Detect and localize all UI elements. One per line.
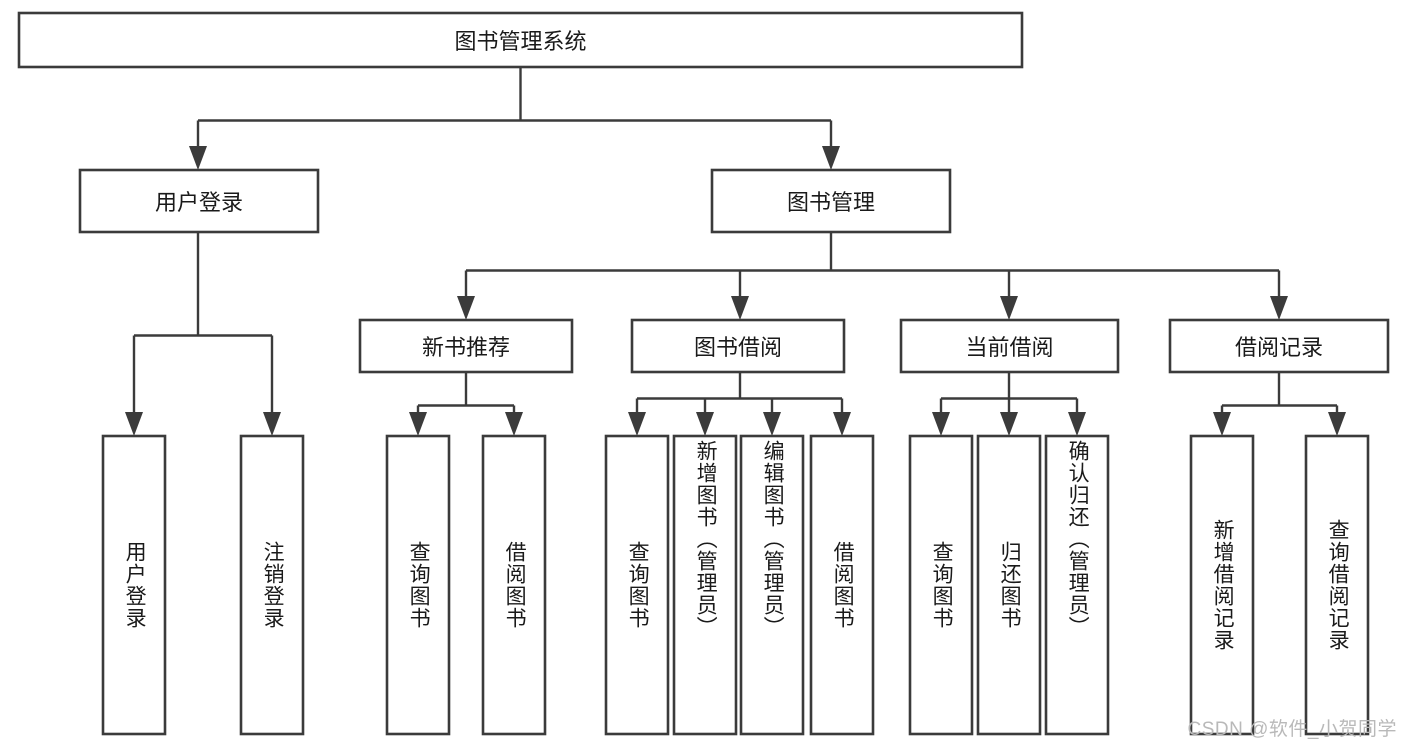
node-leaf-add-book[interactable] xyxy=(672,434,738,736)
arrow-to-leaf-return-book xyxy=(1000,412,1018,436)
node-leaf-query-book-3[interactable] xyxy=(908,434,974,736)
node-leaf-borrow-book-1[interactable] xyxy=(481,434,547,736)
node-leaf-add-record[interactable] xyxy=(1189,434,1255,736)
arrow-to-leaf-borrow-book-2 xyxy=(833,412,851,436)
node-leaf-query-record[interactable] xyxy=(1304,434,1370,736)
connector-currentborrow-to-leaves xyxy=(939,372,1079,416)
arrow-to-leaf-query-record xyxy=(1328,412,1346,436)
connector-bookmanage-to-level3 xyxy=(464,232,1281,300)
node-book-borrow[interactable] xyxy=(630,318,846,374)
arrow-to-leaf-query-book-2 xyxy=(628,412,646,436)
arrow-to-leaf-query-book-1 xyxy=(409,412,427,436)
node-leaf-borrow-book-2[interactable] xyxy=(809,434,875,736)
node-leaf-query-book-2[interactable] xyxy=(604,434,670,736)
arrow-to-leaf-edit-book xyxy=(763,412,781,436)
csdn-watermark: CSDN @软件_小贺同学 xyxy=(1187,719,1397,740)
arrow-to-leaf-add-record xyxy=(1213,412,1231,436)
connector-borrowrecord-to-leaves xyxy=(1220,372,1339,416)
connector-userlogin-to-leaves xyxy=(132,232,274,416)
node-book-manage[interactable] xyxy=(710,168,952,234)
arrow-to-book-manage xyxy=(822,146,840,170)
node-leaf-confirm-return[interactable] xyxy=(1044,434,1110,736)
node-root-system[interactable] xyxy=(17,11,1024,69)
arrow-to-current-borrow xyxy=(1000,296,1018,320)
node-leaf-edit-book[interactable] xyxy=(739,434,805,736)
arrow-to-leaf-user-login xyxy=(125,412,143,436)
arrow-to-leaf-query-book-3 xyxy=(932,412,950,436)
connector-root-to-level2 xyxy=(196,67,833,150)
arrow-to-user-login xyxy=(189,146,207,170)
arrow-to-leaf-confirm-return xyxy=(1068,412,1086,436)
connector-bookborrow-to-leaves xyxy=(635,372,844,416)
arrow-to-leaf-logout xyxy=(263,412,281,436)
arrow-to-leaf-add-book xyxy=(696,412,714,436)
arrow-to-leaf-borrow-book-1 xyxy=(505,412,523,436)
node-leaf-user-login[interactable] xyxy=(101,434,167,736)
node-leaf-query-book-1[interactable] xyxy=(385,434,451,736)
node-new-book-recommend[interactable] xyxy=(358,318,574,374)
node-user-login[interactable] xyxy=(78,168,320,234)
node-leaf-logout[interactable] xyxy=(239,434,305,736)
node-current-borrow[interactable] xyxy=(899,318,1120,374)
node-leaf-return-book[interactable] xyxy=(976,434,1042,736)
connector-newbook-to-leaves xyxy=(416,372,516,416)
arrow-to-new-book-recommend xyxy=(457,296,475,320)
arrow-to-book-borrow xyxy=(731,296,749,320)
arrow-to-borrow-record xyxy=(1270,296,1288,320)
node-borrow-record[interactable] xyxy=(1168,318,1390,374)
